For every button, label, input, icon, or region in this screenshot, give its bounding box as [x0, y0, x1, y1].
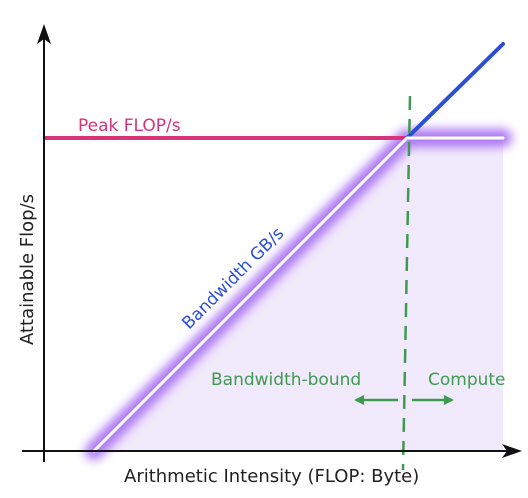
peak-flops-label: Peak FLOP/s — [78, 116, 181, 136]
y-axis-title: Attainable Flop/s — [17, 194, 38, 345]
y-axis-arrow-icon — [37, 24, 51, 44]
x-axis-title: Arithmetic Intensity (FLOP: Byte) — [124, 466, 419, 487]
roofline-line — [92, 136, 505, 453]
x-axis-arrow-icon — [502, 444, 522, 458]
compute-label: Compute — [428, 370, 506, 390]
ridge-point-marker — [401, 95, 412, 471]
attainable-region-shade — [94, 138, 503, 451]
bandwidth-line-extension — [405, 42, 505, 140]
bandwidth-bound-label: Bandwidth-bound — [211, 370, 361, 390]
